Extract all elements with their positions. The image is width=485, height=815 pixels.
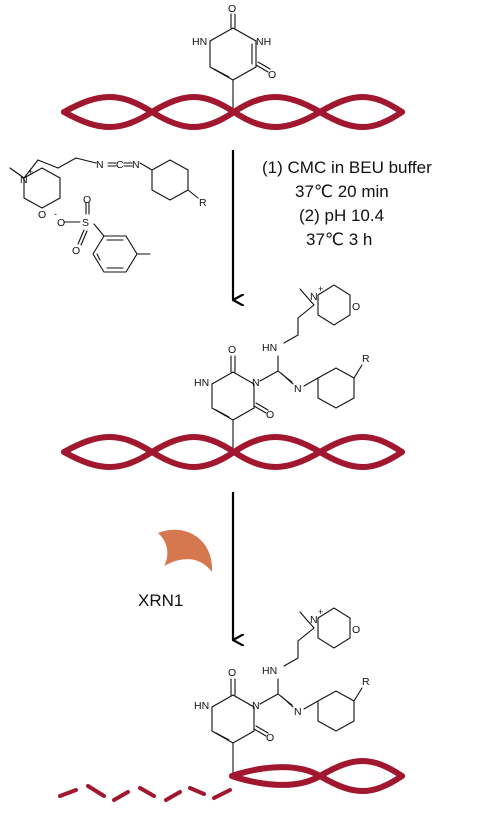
atom-HN-guanidine-final: HN [262,665,277,677]
crescent-enzyme-icon [158,529,213,572]
degraded-rna-fragment [58,784,232,802]
cmc-reagent-structure [9,157,199,273]
stage-1-pseudouridine: O HN NH O [61,3,405,130]
reaction-conditions: (1) CMC in BEU buffer 37℃ 20 min (2) pH … [262,158,432,249]
atom-O-bottom-tosylate: O [72,245,80,257]
atom-O-right-adduct: O [266,409,274,421]
atom-HN-guanidine-adduct: HN [262,342,277,354]
charge-plus-final: + [318,607,323,617]
charge-plus-adduct: + [318,284,323,294]
atom-O-right: O [268,69,276,81]
atom-O-minus-tosylate: O [57,217,65,229]
atom-HN-left-final: HN [194,700,209,712]
charge-plus-cmc: + [28,167,33,177]
atom-R-cmc: R [199,197,207,209]
rna-strand-2 [61,434,405,470]
atom-O-top-adduct: O [228,344,236,356]
atom-N3-final: N [252,700,260,712]
atom-O-morpholine-adduct: O [352,301,360,313]
atom-R-adduct: R [362,353,370,365]
condition-line-2: 37℃ 20 min [295,182,389,201]
atom-O-top-final: O [228,667,236,679]
rna-strand-1 [61,94,405,130]
condition-line-1: (1) CMC in BEU buffer [262,158,432,177]
atom-N3-adduct: N [252,377,260,389]
pseudouridine-ring [209,13,271,114]
atom-O-top: O [228,3,236,15]
atom-S-tosylate: S [82,217,89,229]
atom-N-carbodiimide-left: N [96,159,104,171]
atom-N-plus-adduct: N [310,291,318,303]
atom-N-plus-final: N [310,614,318,626]
atom-N-imine-adduct: N [294,383,302,395]
atom-N-imine-final: N [294,706,302,718]
charge-minus-tosylate: - [54,209,57,219]
atom-O-right-final: O [266,732,274,744]
atom-N-carbodiimide-right: N [132,159,140,171]
atom-N-plus-cmc: N [20,174,28,186]
condition-line-3: (2) pH 10.4 [299,206,384,225]
atom-O-top-tosylate: O [83,194,91,206]
atom-NH-right: NH [256,36,271,48]
condition-line-4: 37℃ 3 h [306,230,372,249]
atom-O-morpholine-final: O [352,624,360,636]
atom-HN-left: HN [192,36,207,48]
atom-R-final: R [362,676,370,688]
atom-C-carbodiimide: C [116,159,124,171]
enzyme-label: XRN1 [138,591,183,610]
stage-3-cmc-adduct [211,607,363,777]
stage-2-cmc-adduct [211,284,363,454]
atom-O-morpholine-cmc: O [38,209,46,221]
rna-strand-3 [58,758,405,802]
atom-HN-left-adduct: HN [194,377,209,389]
